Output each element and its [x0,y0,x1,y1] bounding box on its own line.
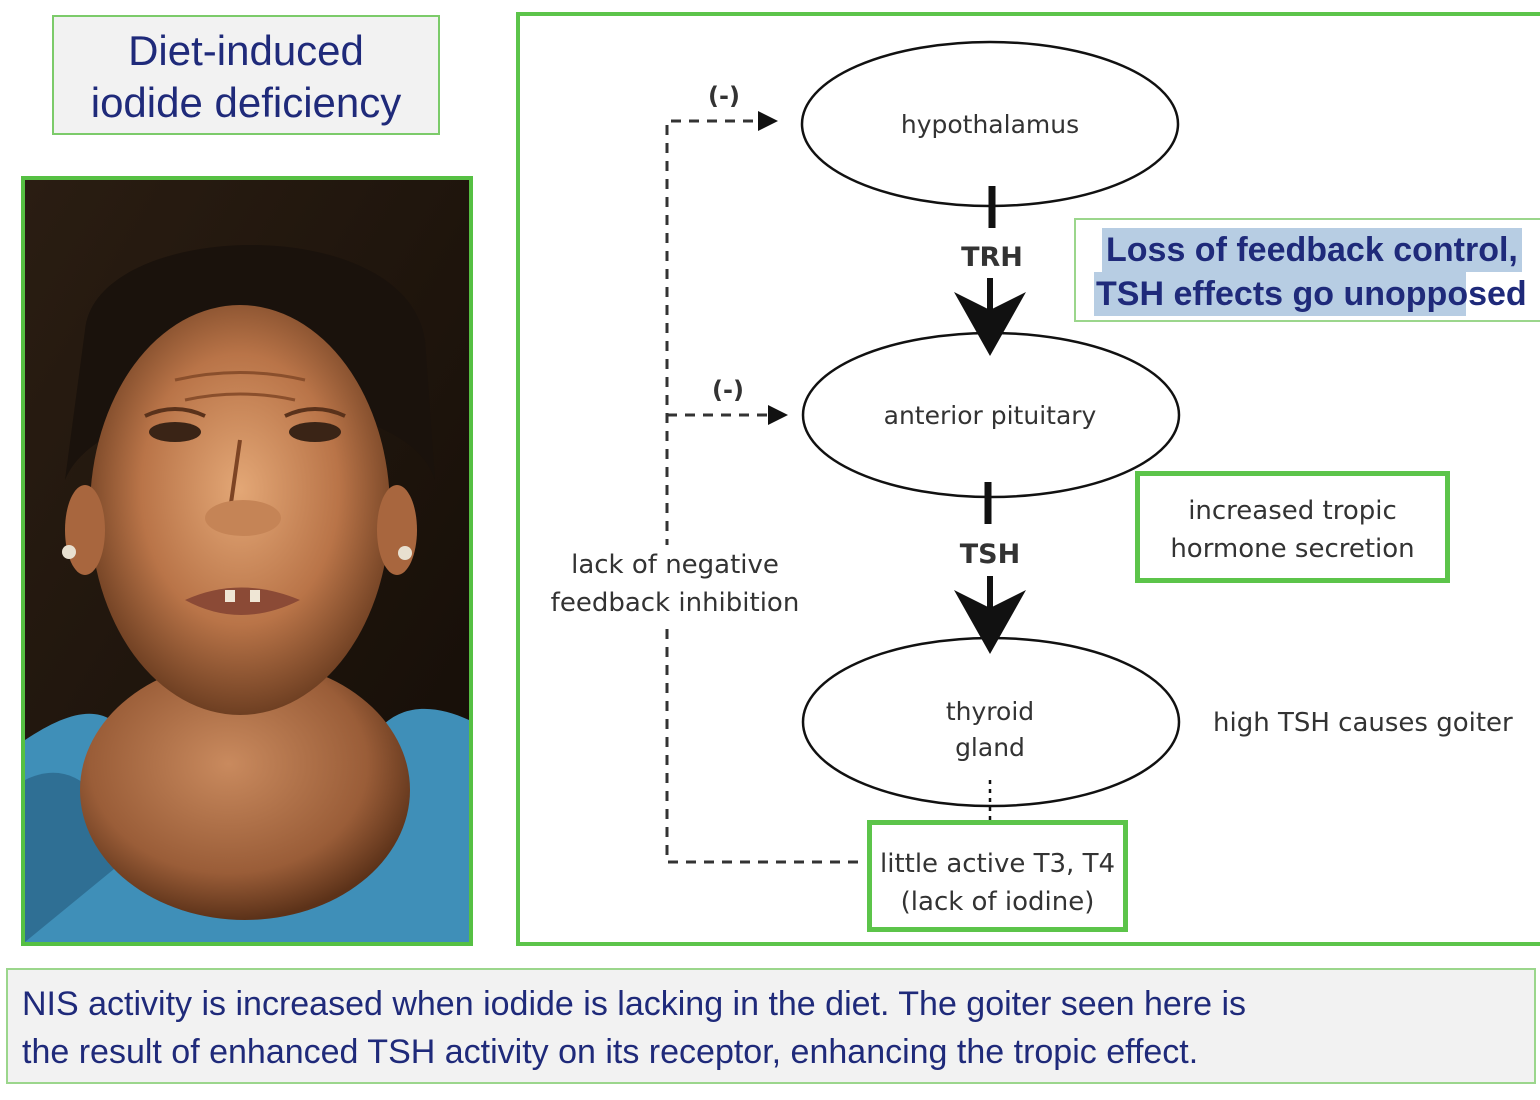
loss-of-feedback-line1: Loss of feedback control, [1102,228,1522,272]
t3-t4-callout: little active T3, T4 (lack of iodine) [867,820,1128,932]
tropic-secretion-line2: hormone secretion [1170,534,1415,564]
title-box: Diet-induced iodide deficiency [52,15,440,135]
loss-of-feedback-callout: Loss of feedback control, TSH effects go… [1074,218,1540,322]
feedback-label-bg [546,545,804,621]
feedback-loop-path [665,111,858,864]
title-line-1: Diet-induced [128,27,364,74]
tropic-secretion-line1: increased tropic [1188,496,1397,526]
feedback-label-line2: feedback inhibition [551,588,800,618]
tsh-label: TSH [960,539,1020,570]
lower-inhibition-mark: (-) [712,376,744,404]
goiter-note: high TSH causes goiter [1213,708,1513,738]
tsh-arrow [954,482,1026,654]
loss-of-feedback-line2: TSH effects go unopposed [1094,272,1531,316]
thyroid-label-line1: thyroid [946,697,1034,726]
anterior-pituitary-label: anterior pituitary [884,401,1097,430]
caption-box: NIS activity is increased when iodide is… [6,968,1536,1084]
tropic-secretion-callout: increased tropic hormone secretion [1135,471,1450,583]
patient-portrait-image [25,180,469,942]
title-line-2: iodide deficiency [90,79,402,126]
trh-label: TRH [961,242,1023,273]
t3-t4-line1: little active T3, T4 [880,849,1115,879]
t3-t4-line2: (lack of iodine) [900,887,1095,917]
caption-line1: NIS activity is increased when iodide is… [22,985,1247,1023]
upper-inhibition-mark: (-) [708,82,740,110]
thyroid-label-line2: gland [955,733,1025,762]
caption-line2: the result of enhanced TSH activity on i… [22,1033,1199,1071]
hypothalamus-label: hypothalamus [901,110,1079,139]
feedback-label-line1: lack of negative [571,550,779,580]
goiter-patient-photo [21,176,473,946]
trh-arrow [954,186,1026,356]
